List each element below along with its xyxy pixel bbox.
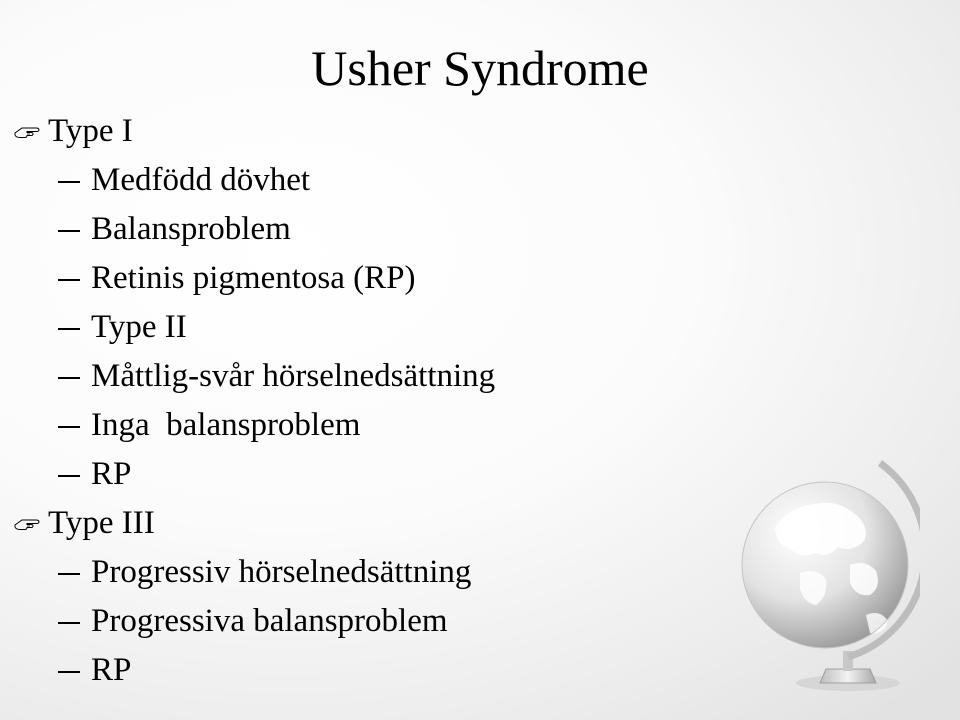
dash-icon bbox=[58, 425, 80, 428]
pointing-hand-icon bbox=[6, 515, 48, 531]
dash-icon bbox=[58, 229, 80, 232]
dash-icon bbox=[58, 327, 80, 330]
dash-icon bbox=[58, 474, 80, 477]
sub-bullet-item: RP bbox=[58, 452, 131, 496]
sub-bullet-text: RP bbox=[91, 651, 132, 688]
bullet-text: Type I bbox=[48, 112, 133, 149]
dash-icon bbox=[58, 621, 80, 624]
sub-bullet-text: Progressiva balansproblem bbox=[91, 602, 448, 639]
sub-bullet-item: RP bbox=[58, 648, 131, 692]
globe-icon bbox=[730, 455, 929, 705]
sub-bullet-item: Måttlig-svår hörselnedsättning bbox=[58, 354, 495, 398]
sub-bullet-text: Retinis pigmentosa (RP) bbox=[91, 259, 416, 296]
sub-bullet-text: Balansproblem bbox=[91, 210, 291, 247]
pointing-hand-icon bbox=[6, 123, 48, 139]
sub-bullet-item: Type II bbox=[58, 305, 187, 349]
sub-bullet-item: Progressiva balansproblem bbox=[58, 599, 448, 643]
bullet-item: Type I bbox=[0, 109, 133, 153]
sub-bullet-text: RP bbox=[91, 455, 132, 492]
sub-bullet-item: Balansproblem bbox=[58, 207, 291, 251]
sub-bullet-text: Måttlig-svår hörselnedsättning bbox=[91, 357, 496, 394]
sub-bullet-item: Retinis pigmentosa (RP) bbox=[58, 256, 416, 300]
dash-icon bbox=[58, 572, 80, 575]
dash-icon bbox=[58, 278, 80, 281]
sub-bullet-text: Inga balansproblem bbox=[91, 406, 361, 443]
bullet-item: Type III bbox=[0, 501, 155, 545]
sub-bullet-item: Medfödd dövhet bbox=[58, 158, 310, 202]
sub-bullet-item: Inga balansproblem bbox=[58, 403, 360, 447]
bullet-text: Type III bbox=[48, 504, 155, 541]
dash-icon bbox=[58, 670, 80, 673]
dash-icon bbox=[58, 180, 80, 183]
dash-icon bbox=[58, 376, 80, 379]
sub-bullet-text: Type II bbox=[91, 308, 187, 345]
sub-bullet-text: Medfödd dövhet bbox=[91, 161, 311, 198]
sub-bullet-text: Progressiv hörselnedsättning bbox=[91, 553, 472, 590]
sub-bullet-item: Progressiv hörselnedsättning bbox=[58, 550, 471, 594]
slide-title: Usher Syndrome bbox=[311, 40, 649, 96]
